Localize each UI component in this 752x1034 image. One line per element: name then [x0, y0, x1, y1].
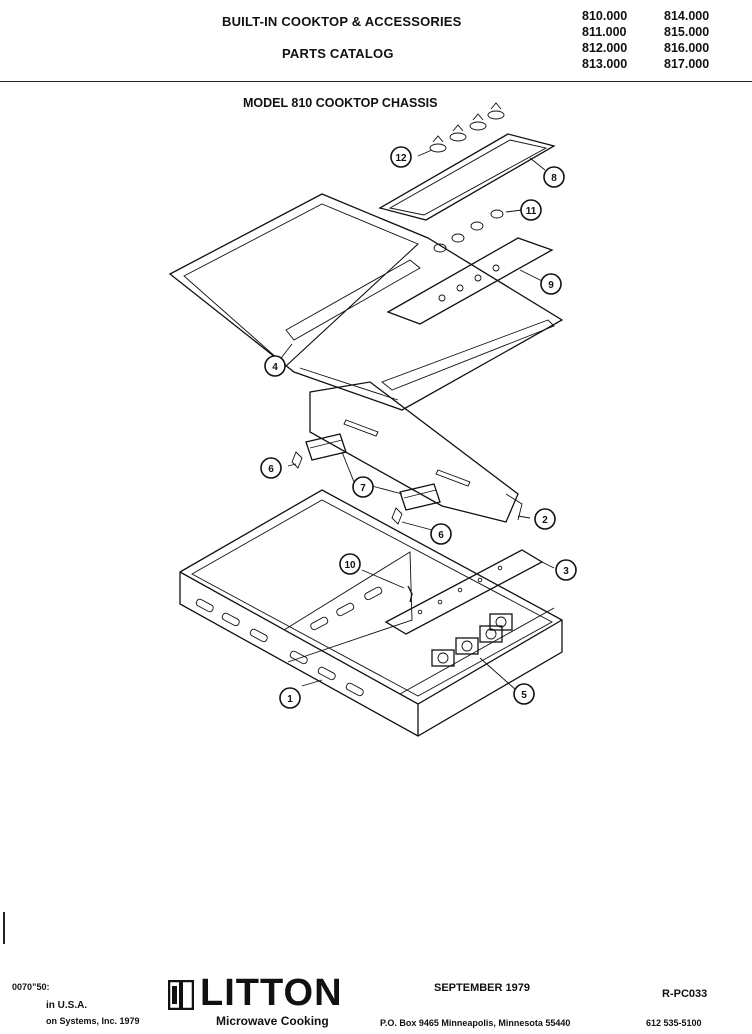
callout-11: 11 — [520, 199, 542, 221]
callout-5: 5 — [513, 683, 535, 705]
callout-10: 10 — [339, 553, 361, 575]
callout-6-upper: 6 — [260, 457, 282, 479]
catalog-subtitle: PARTS CATALOG — [282, 46, 394, 61]
callout-1: 1 — [279, 687, 301, 709]
callout-3: 3 — [555, 559, 577, 581]
publication-date: SEPTEMBER 1979 — [434, 982, 530, 994]
control-panel-trim — [378, 133, 556, 221]
catalog-title: BUILT-IN COOKTOP & ACCESSORIES — [222, 14, 462, 29]
svg-text:11: 11 — [526, 206, 537, 217]
litton-logo-icon — [168, 980, 194, 1010]
svg-text:6: 6 — [438, 530, 444, 541]
model-number: 810.000 — [582, 9, 628, 23]
callout-2: 2 — [534, 508, 556, 530]
control-knobs — [417, 102, 505, 157]
printed-in: in U.S.A. — [46, 1000, 88, 1011]
cooktop-top-frame — [168, 193, 564, 411]
model-number: 812.000 — [582, 41, 628, 55]
switch-buttons — [433, 209, 523, 253]
model-number: 815.000 — [664, 25, 710, 39]
model-number: 816.000 — [664, 41, 710, 55]
svg-text:5: 5 — [521, 690, 527, 701]
svg-text:10: 10 — [344, 560, 356, 571]
callout-6-lower: 6 — [430, 523, 452, 545]
rear-rail — [309, 381, 531, 523]
ground-stud — [361, 569, 413, 603]
phone-number: 612 535-5100 — [646, 1018, 702, 1028]
svg-text:8: 8 — [551, 173, 557, 184]
switch-plate — [386, 237, 554, 325]
print-code: 0070”50: — [12, 982, 50, 992]
margin-mark — [3, 912, 5, 944]
brand-wordmark: LITTON — [200, 972, 343, 1014]
callout-9: 9 — [540, 273, 562, 295]
svg-text:7: 7 — [360, 483, 366, 494]
callout-12: 12 — [390, 146, 412, 168]
diagram-title: MODEL 810 COOKTOP CHASSIS — [243, 96, 438, 110]
mailing-address: P.O. Box 9465 Minneapolis, Minnesota 554… — [380, 1018, 571, 1028]
document-code: R-PC033 — [662, 988, 708, 1000]
header-divider — [0, 81, 752, 82]
callout-7: 7 — [352, 476, 374, 498]
callout-8: 8 — [543, 166, 565, 188]
svg-text:1: 1 — [287, 694, 293, 705]
svg-text:12: 12 — [395, 153, 407, 164]
svg-text:4: 4 — [272, 362, 278, 373]
chassis-box — [179, 489, 563, 737]
brand-tagline: Microwave Cooking — [216, 1014, 329, 1028]
model-number: 817.000 — [664, 57, 710, 71]
model-number: 813.000 — [582, 57, 628, 71]
model-number: 814.000 — [664, 9, 710, 23]
model-number: 811.000 — [582, 25, 627, 39]
callout-4: 4 — [264, 355, 286, 377]
model-list-right: 814.000 815.000 816.000 817.000 — [664, 8, 709, 72]
svg-text:2: 2 — [542, 515, 548, 526]
infinite-switches — [431, 613, 517, 691]
mounting-clips — [287, 451, 433, 531]
model-list-left: 810.000 811.000 812.000 813.000 — [582, 8, 627, 72]
svg-text:9: 9 — [548, 280, 554, 291]
svg-text:6: 6 — [268, 464, 274, 475]
terminal-blocks — [305, 433, 441, 511]
svg-text:3: 3 — [563, 566, 569, 577]
copyright-line: on Systems, Inc. 1979 — [46, 1016, 140, 1026]
exploded-parts-diagram: 12 8 11 9 4 6 7 2 6 10 3 5 1 — [168, 102, 577, 737]
